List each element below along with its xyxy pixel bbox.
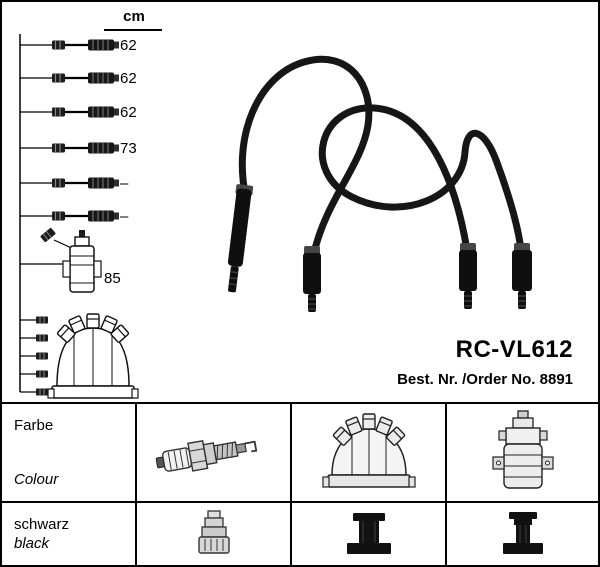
plug-boot-icon [227,184,254,293]
color-label-cell: Farbe Colour [2,404,135,501]
cable-branch-icon [18,141,121,155]
cable-length-value: 62 [120,37,137,54]
unit-underline [104,29,162,31]
value-label-cell: schwarz black [2,501,135,565]
spark-plug-wire [318,104,525,254]
cable-length-value: 62 [120,70,137,87]
terminal-icon [19,333,49,343]
distributor-terminal-cell [290,501,445,565]
cable-branch-icon [18,105,121,119]
label-colour: Colour [14,471,59,488]
cable-branch-icon [18,209,121,223]
plug-terminal-cell [135,501,290,565]
terminal-icon [19,387,49,397]
ignition-coil-schematic-icon [20,227,102,293]
spark-plug-icon [155,439,257,472]
plug-boot-icon [459,243,477,309]
product-block: RC-VL612 Best. Nr. /Order No. 8891 [397,336,573,388]
cable-set-illustration [227,55,532,312]
cable-length-value: 73 [120,140,137,157]
plug-terminal-icon [197,510,230,554]
coil-cable-length: 85 [104,270,121,287]
cable-length-value: – [120,208,129,225]
cable-length-value: 62 [120,104,137,121]
distributor-cap-icon [321,412,416,488]
label-schwarz: schwarz [14,516,70,533]
terminal-icon [19,315,49,325]
cable-length-value: – [120,175,129,192]
unit-label: cm [123,8,145,25]
label-farbe: Farbe [14,417,54,434]
coil-boot-icon [512,243,532,309]
cable-branch-icon [18,71,121,85]
terminal-icon [19,369,49,379]
product-model: RC-VL612 [455,336,573,363]
distributor-cap-cell [290,404,445,501]
spec-table: Farbe Colour [2,402,598,565]
terminal-icon [19,351,49,361]
coil-terminal-cell [445,501,598,565]
distributor-cap-schematic-icon [47,313,139,399]
ignition-coil-icon [491,409,554,489]
cable-branch-icon [18,38,121,52]
label-black: black [14,535,50,552]
order-number: Best. Nr. /Order No. 8891 [397,371,573,388]
cable-branch-icon [18,176,121,190]
distributor-terminal-icon [346,513,391,554]
cable-length-schematic [18,34,139,399]
ignition-coil-cell [445,404,598,501]
coil-terminal-icon [502,512,543,554]
spark-plug-cell [135,404,290,501]
plug-boot-icon [303,246,321,312]
spark-plug-wire [238,55,373,257]
